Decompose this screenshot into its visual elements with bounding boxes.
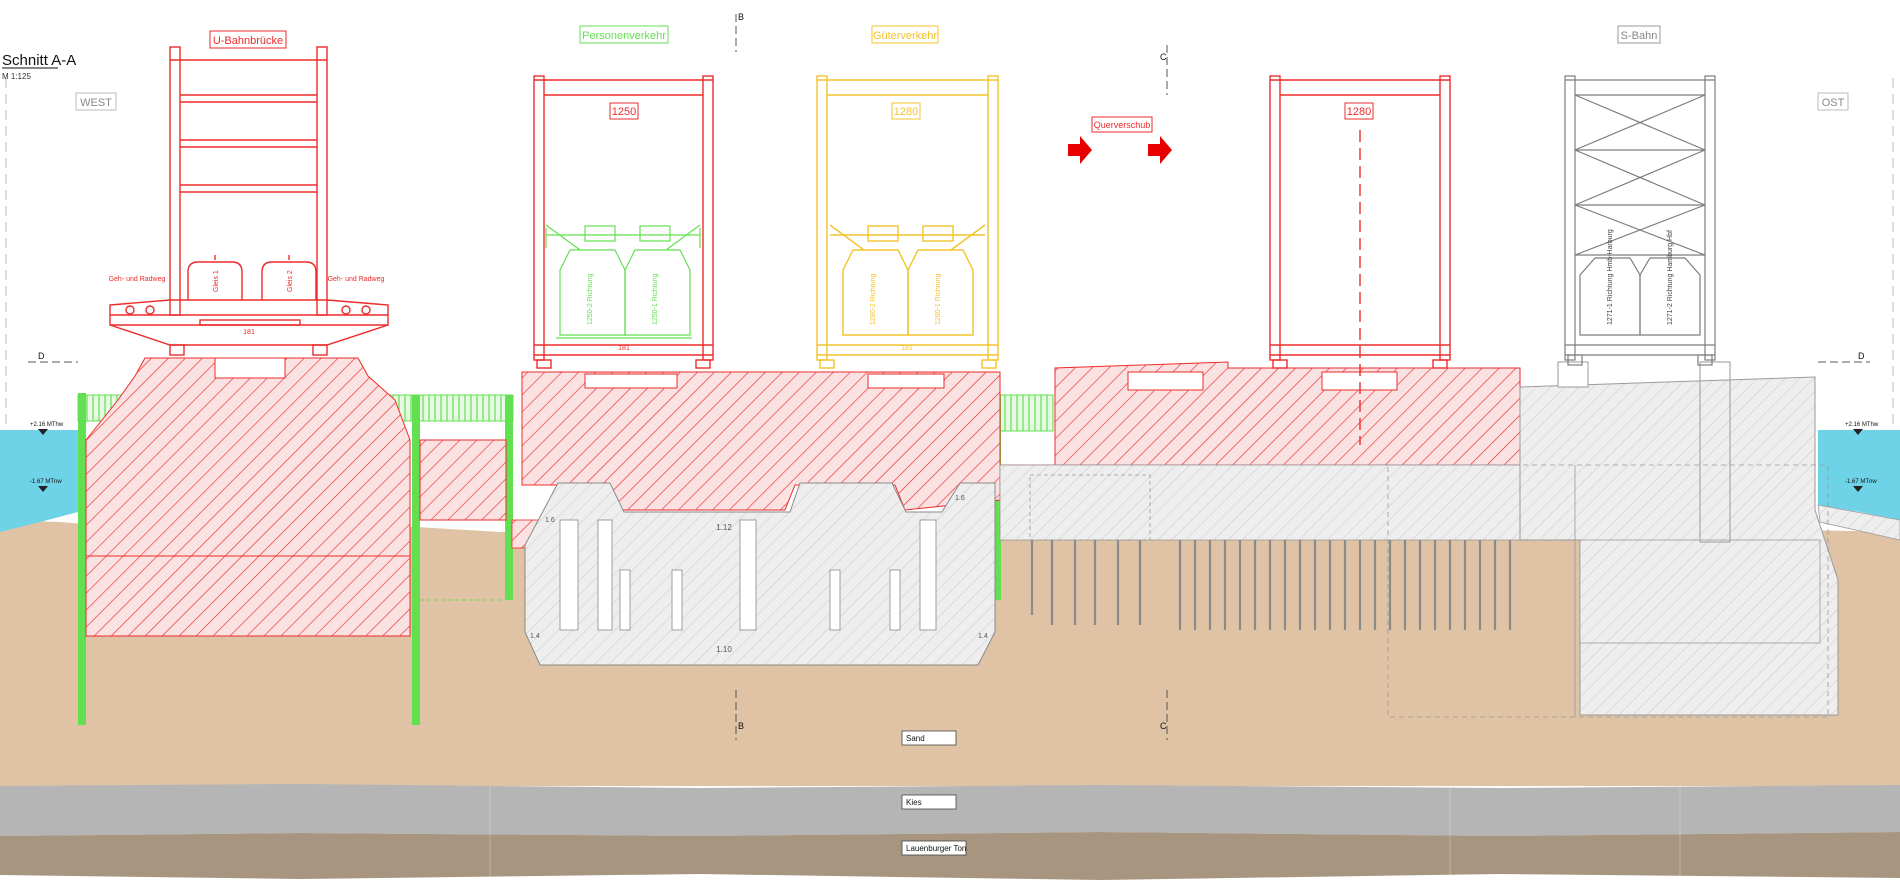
sheet-pile-west	[78, 393, 86, 725]
water-markers	[38, 429, 1863, 492]
sheet-pile-mid	[505, 395, 513, 600]
personen-label: Personenverkehr	[582, 30, 666, 42]
gueter-track-2: 1280-1 Richtung	[935, 274, 942, 325]
triangle-down-icon	[38, 429, 48, 435]
personen-frame	[533, 75, 714, 369]
section-mark-b-top: B	[738, 12, 744, 22]
gueter-number: 1280	[894, 106, 918, 118]
soil-ton-label: Lauenburger Ton	[906, 844, 966, 853]
sbahn-truss	[1564, 75, 1716, 366]
personen-track-1: 1250-2 Richtung	[587, 274, 594, 325]
water-high-east: +2.16 MThw	[1845, 422, 1879, 428]
personen-tracks	[545, 224, 701, 339]
soil-kies-label: Kies	[906, 798, 922, 807]
section-mark-d-left: D	[38, 351, 45, 361]
trough-structure	[524, 482, 996, 666]
drawing-labels: Schnitt A-A M 1:125 WEST OST U-Bahnbrück…	[2, 12, 1879, 856]
sbahn-label: S-Bahn	[1621, 30, 1658, 42]
querverschub-number: 1280	[1347, 106, 1371, 118]
ubahn-label: U-Bahnbrücke	[213, 35, 283, 47]
sheet-pile-mid-west	[412, 395, 420, 725]
water-low-east: -1.67 MTnw	[1845, 479, 1877, 485]
dim-slab-right: 1.6	[955, 495, 965, 502]
personen-track-2: 1250-1 Richtung	[652, 274, 659, 325]
personen-code: 181	[618, 345, 630, 352]
drawing-scale: M 1:125	[2, 72, 31, 81]
water-east	[1818, 430, 1900, 520]
soil-sand-label: Sand	[906, 734, 925, 743]
ubahn-track-1: Gleis 1	[213, 270, 220, 292]
gueter-frame	[816, 75, 999, 369]
sbahn-track-2: 1271-2 Richtung Hamburg Hbf	[1667, 230, 1674, 325]
ubahn-track-2: Gleis 2	[287, 270, 294, 292]
section-mark-b-bottom: B	[738, 721, 744, 731]
section-lines	[5, 14, 1894, 740]
water-west	[0, 430, 78, 532]
water-low-west: -1.67 MTnw	[30, 479, 62, 485]
arrow-right-icon	[1068, 136, 1092, 164]
personen-number: 1250	[612, 106, 636, 118]
ubahn-bridge	[109, 46, 389, 356]
triangle-down-icon	[1853, 486, 1863, 492]
arrow-right-icon	[1148, 136, 1172, 164]
west-label: WEST	[80, 97, 112, 109]
ubahn-walkway-left: Geh- und Radweg	[109, 276, 166, 283]
dim-wall-left: 1.4	[530, 633, 540, 640]
dim-slab-left: 1.6	[545, 517, 555, 524]
triangle-down-icon	[38, 486, 48, 492]
gueter-track-1: 1280-2 Richtung	[870, 274, 877, 325]
gueter-label: Güterverkehr	[873, 30, 938, 42]
section-mark-c-bottom: C	[1160, 721, 1167, 731]
gueter-code: 181	[901, 345, 913, 352]
triangle-down-icon	[1853, 429, 1863, 435]
water-bodies	[0, 430, 1900, 541]
piles	[1030, 540, 1512, 630]
ton-layer	[0, 832, 1900, 880]
section-mark-c-top: C	[1160, 52, 1167, 62]
section-mark-d-right: D	[1858, 351, 1865, 361]
querverschub-label: Querverschub	[1094, 120, 1151, 130]
dim-trough-bottom: 1.10	[716, 645, 732, 654]
red-foundations	[85, 357, 1521, 637]
kies-layer	[0, 784, 1900, 836]
drawing-title: Schnitt A-A	[2, 52, 76, 69]
foundation-querverschub	[999, 361, 1521, 469]
water-high-west: +2.16 MThw	[30, 422, 64, 428]
dim-wall-right: 1.4	[978, 633, 988, 640]
sbahn-track-1: 1271-1 Richtung Hmb-Harburg	[1607, 229, 1614, 325]
querverschub-arrows	[1068, 136, 1172, 164]
ubahn-code: 181	[243, 329, 255, 336]
foundation-ubahn	[85, 357, 411, 637]
dim-trough-top: 1.12	[716, 523, 732, 532]
east-label: OST	[1822, 97, 1845, 109]
querverschub-frame	[1269, 75, 1451, 445]
grey-concrete	[524, 361, 1839, 718]
ubahn-walkway-right: Geh- und Radweg	[328, 276, 385, 283]
